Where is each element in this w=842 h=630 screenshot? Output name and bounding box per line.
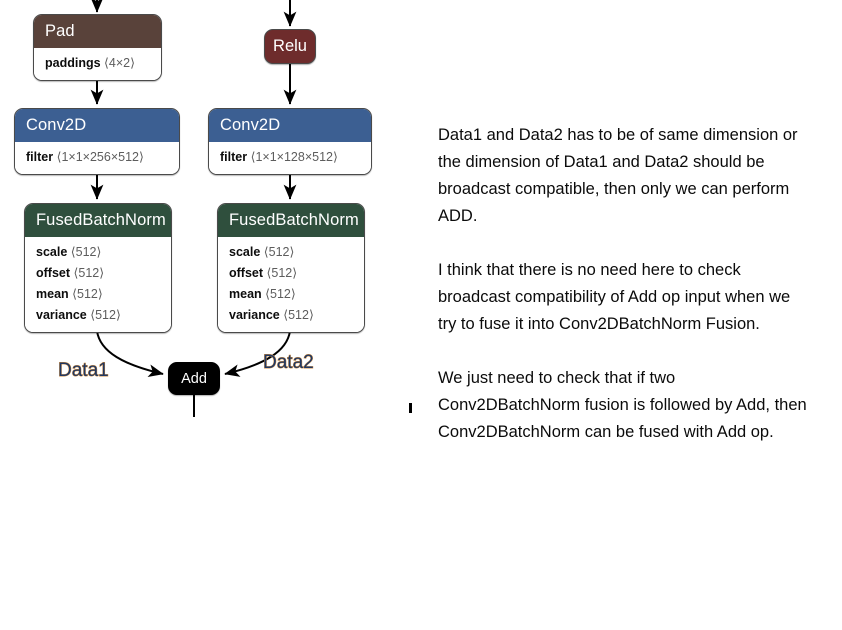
attr-key: filter xyxy=(26,149,54,164)
attr-key: variance xyxy=(36,307,87,322)
node-fbn-right-attr-variance: variance ⟨512⟩ xyxy=(229,305,354,326)
edge-label-data1: Data1 xyxy=(58,360,110,381)
node-fusedbatchnorm-right[interactable]: FusedBatchNorm scale ⟨512⟩ offset ⟨512⟩ … xyxy=(217,203,365,333)
attr-value: ⟨512⟩ xyxy=(70,244,102,259)
node-fusedbatchnorm-right-body: scale ⟨512⟩ offset ⟨512⟩ mean ⟨512⟩ vari… xyxy=(218,236,364,332)
node-add-title: Add xyxy=(181,370,207,387)
node-fusedbatchnorm-right-title: FusedBatchNorm xyxy=(229,211,359,229)
notes-paragraph-1: Data1 and Data2 has to be of same dimens… xyxy=(438,126,798,225)
node-conv2d-left-title: Conv2D xyxy=(26,116,87,134)
node-fbn-left-attr-scale: scale ⟨512⟩ xyxy=(36,242,161,263)
notes-block: Data1 and Data2 has to be of same dimens… xyxy=(438,122,810,446)
node-relu-title: Relu xyxy=(273,37,307,55)
node-conv2d-left-attr-filter: filter ⟨1×1×256×512⟩ xyxy=(26,147,169,168)
node-fusedbatchnorm-right-header: FusedBatchNorm xyxy=(218,204,364,237)
edge-fbn-left-to-add xyxy=(96,330,164,377)
attr-value: ⟨512⟩ xyxy=(90,307,121,322)
attr-value: ⟨512⟩ xyxy=(283,307,314,322)
attr-key: scale xyxy=(36,244,68,259)
node-fbn-right-attr-scale: scale ⟨512⟩ xyxy=(229,242,354,263)
attr-value: ⟨1×1×256×512⟩ xyxy=(56,149,144,164)
edge-label-data2: Data2 xyxy=(263,352,315,373)
attr-key: offset xyxy=(36,265,71,280)
node-fusedbatchnorm-left-title: FusedBatchNorm xyxy=(36,211,166,229)
node-pad[interactable]: Pad paddings ⟨4×2⟩ xyxy=(33,14,162,81)
attr-key: scale xyxy=(229,244,261,259)
node-fusedbatchnorm-left-body: scale ⟨512⟩ offset ⟨512⟩ mean ⟨512⟩ vari… xyxy=(25,236,171,332)
notes-paragraph-3: We just need to check that if two Conv2D… xyxy=(438,369,807,441)
node-fbn-right-attr-mean: mean ⟨512⟩ xyxy=(229,284,354,305)
attr-key: paddings xyxy=(45,55,101,70)
attr-key: filter xyxy=(220,149,248,164)
node-relu[interactable]: Relu xyxy=(264,29,316,64)
attr-key: variance xyxy=(229,307,280,322)
node-pad-body: paddings ⟨4×2⟩ xyxy=(34,47,161,80)
node-fbn-right-attr-offset: offset ⟨512⟩ xyxy=(229,263,354,284)
attr-value: ⟨512⟩ xyxy=(73,265,105,280)
node-conv2d-right-attr-filter: filter ⟨1×1×128×512⟩ xyxy=(220,147,361,168)
node-fbn-left-attr-mean: mean ⟨512⟩ xyxy=(36,284,161,305)
node-add[interactable]: Add xyxy=(168,362,220,395)
attr-key: mean xyxy=(36,286,69,301)
node-conv2d-left-header: Conv2D xyxy=(15,109,179,142)
node-conv2d-right-body: filter ⟨1×1×128×512⟩ xyxy=(209,141,371,174)
node-conv2d-right-header: Conv2D xyxy=(209,109,371,142)
node-pad-title: Pad xyxy=(45,22,75,40)
node-fusedbatchnorm-left-header: FusedBatchNorm xyxy=(25,204,171,237)
attr-key: mean xyxy=(229,286,262,301)
notes-paragraph-2: I think that there is no need here to ch… xyxy=(438,261,791,333)
node-pad-attr-paddings: paddings ⟨4×2⟩ xyxy=(45,53,151,74)
attr-key: offset xyxy=(229,265,264,280)
node-fusedbatchnorm-left[interactable]: FusedBatchNorm scale ⟨512⟩ offset ⟨512⟩ … xyxy=(24,203,172,333)
attr-value: ⟨512⟩ xyxy=(263,244,295,259)
attr-value: ⟨512⟩ xyxy=(72,286,103,301)
text-caret xyxy=(409,403,412,413)
attr-value: ⟨4×2⟩ xyxy=(104,55,136,70)
node-fbn-left-attr-offset: offset ⟨512⟩ xyxy=(36,263,161,284)
edge-fbn-right-to-add xyxy=(224,330,291,377)
node-conv2d-right-title: Conv2D xyxy=(220,116,281,134)
node-conv2d-right[interactable]: Conv2D filter ⟨1×1×128×512⟩ xyxy=(208,108,372,175)
node-pad-header: Pad xyxy=(34,15,161,48)
attr-value: ⟨1×1×128×512⟩ xyxy=(250,149,338,164)
attr-value: ⟨512⟩ xyxy=(266,265,298,280)
node-conv2d-left[interactable]: Conv2D filter ⟨1×1×256×512⟩ xyxy=(14,108,180,175)
node-conv2d-left-body: filter ⟨1×1×256×512⟩ xyxy=(15,141,179,174)
attr-value: ⟨512⟩ xyxy=(265,286,296,301)
node-fbn-left-attr-variance: variance ⟨512⟩ xyxy=(36,305,161,326)
